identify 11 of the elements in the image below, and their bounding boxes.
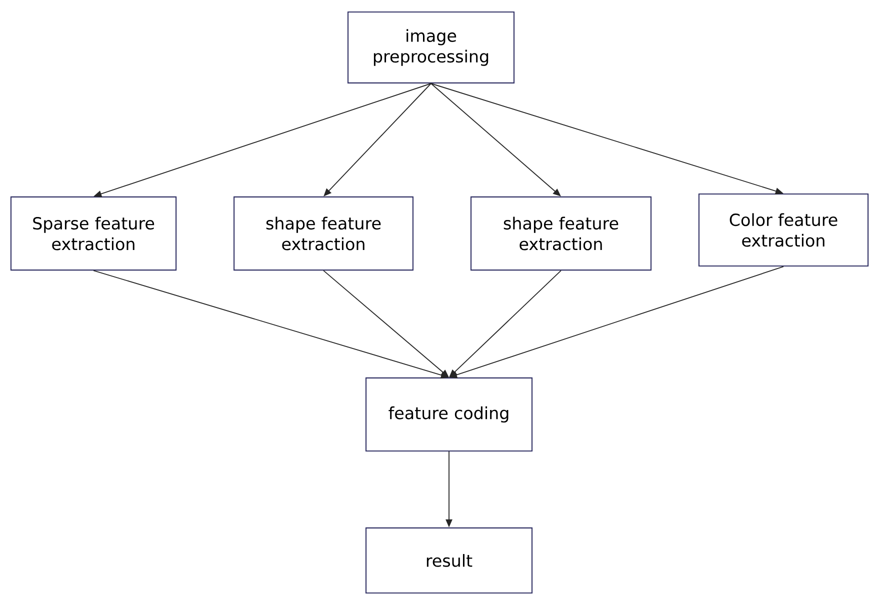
- arrow: [449, 270, 562, 378]
- arrow: [323, 270, 449, 378]
- arrow: [430, 83, 561, 196]
- process-box: shape feature extraction: [470, 196, 652, 271]
- process-box: image preprocessing: [347, 12, 515, 84]
- process-box: Color feature extraction: [698, 193, 869, 267]
- process-box: shape feature extraction: [234, 196, 414, 271]
- process-box: feature coding: [365, 377, 533, 452]
- arrow: [324, 83, 432, 196]
- result-box: result: [365, 527, 533, 594]
- process-box: Sparse feature extraction: [10, 196, 177, 271]
